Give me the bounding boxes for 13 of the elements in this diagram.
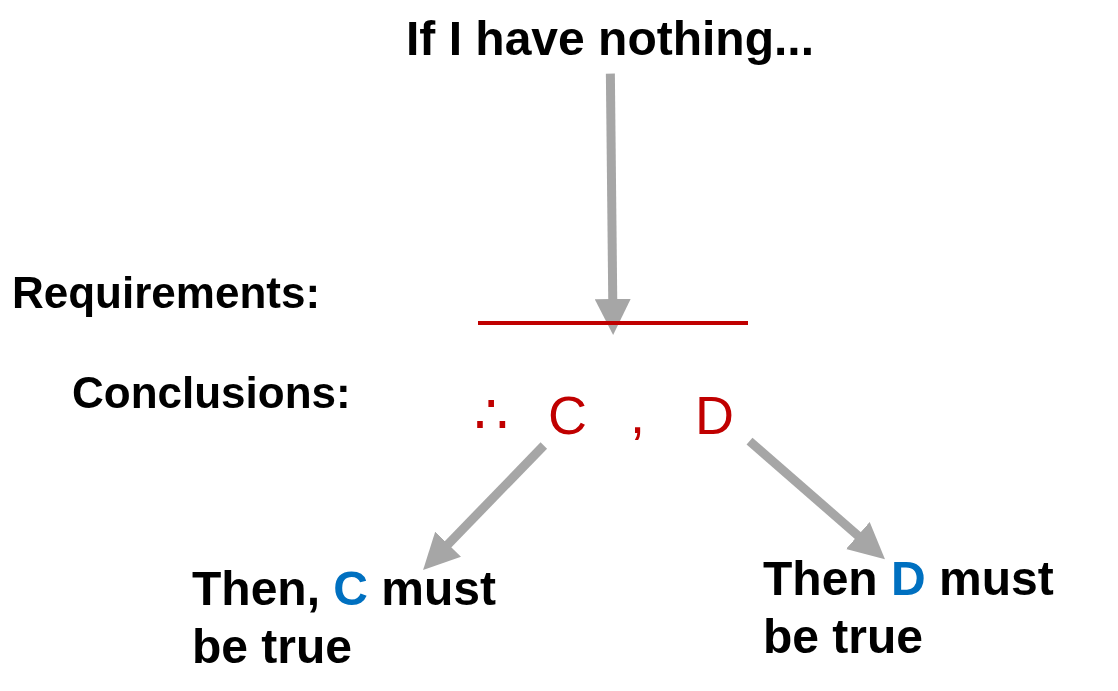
conclusion-text: Then, C must be true — [192, 560, 562, 676]
separator-comma: , — [630, 383, 645, 445]
arrow — [594, 73, 631, 335]
conclusion-text: Then D must be true — [763, 550, 1118, 666]
row-label: Requirements: — [12, 268, 321, 318]
arrow — [423, 442, 548, 571]
row-label: Conclusions: — [72, 368, 351, 418]
therefore-symbol: ∴ — [474, 383, 508, 446]
heading-text: If I have nothing... — [330, 10, 890, 68]
conclusion-letter: D — [695, 383, 745, 448]
divider-bar — [478, 321, 748, 325]
conclusion-letter: C — [548, 383, 598, 448]
arrow — [746, 437, 885, 560]
